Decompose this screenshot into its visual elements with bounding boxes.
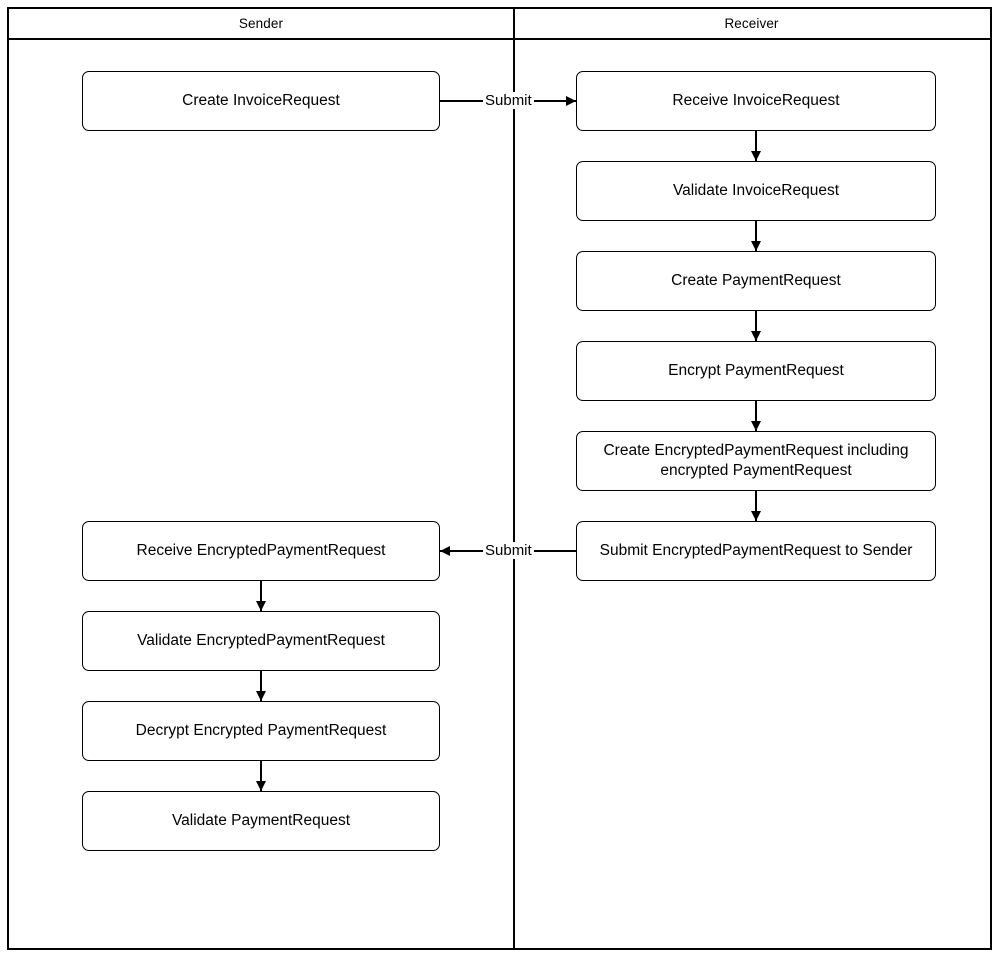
- task-create-invoicerequest[interactable]: Create InvoiceRequest: [82, 71, 440, 131]
- message-flow-label-submit-encryptedpaymentrequest: Submit: [483, 542, 534, 559]
- task-label: Validate PaymentRequest: [171, 812, 351, 829]
- task-submit-encryptedpaymentrequest-to-sender[interactable]: Submit EncryptedPaymentRequest to Sender: [576, 521, 936, 581]
- arrowhead-submit-encryptedpaymentrequest: [440, 545, 450, 556]
- arrowhead-receive-to-validate-epr: [255, 601, 266, 611]
- task-label: Validate EncryptedPaymentRequest: [137, 632, 385, 649]
- arrowhead-validate-ir-to-create-pr: [750, 241, 761, 251]
- lane-divider: [513, 9, 515, 948]
- swimlane-pool: Sender Receiver Create InvoiceRequest Re…: [7, 7, 992, 950]
- connector-receive-ir-to-validate-ir: [755, 131, 757, 161]
- task-label: Encrypt PaymentRequest: [668, 362, 844, 379]
- task-decrypt-encrypted-paymentrequest[interactable]: Decrypt Encrypted PaymentRequest: [82, 701, 440, 761]
- task-create-paymentrequest[interactable]: Create PaymentRequest: [576, 251, 936, 311]
- task-receive-encryptedpaymentrequest[interactable]: Receive EncryptedPaymentRequest: [82, 521, 440, 581]
- lane-header-row: Sender Receiver: [9, 9, 990, 40]
- connector-create-epr-to-submit-epr: [755, 491, 757, 521]
- message-flow-label-submit-invoicerequest: Submit: [483, 92, 534, 109]
- task-label: Create PaymentRequest: [671, 272, 841, 289]
- connector-validate-ir-to-create-pr: [755, 221, 757, 251]
- task-validate-invoicerequest[interactable]: Validate InvoiceRequest: [576, 161, 936, 221]
- arrowhead-receive-ir-to-validate-ir: [750, 151, 761, 161]
- lane-header-receiver: Receiver: [724, 15, 779, 31]
- arrowhead-create-pr-to-encrypt-pr: [750, 331, 761, 341]
- connector-encrypt-pr-to-create-epr: [755, 401, 757, 431]
- connector-receive-to-validate-epr: [260, 581, 262, 611]
- task-label: Create InvoiceRequest: [182, 92, 340, 109]
- connector-validate-epr-to-decrypt: [260, 671, 262, 701]
- task-create-encryptedpaymentrequest[interactable]: Create EncryptedPaymentRequest including…: [576, 431, 936, 491]
- task-label: Validate InvoiceRequest: [672, 182, 839, 199]
- arrowhead-create-epr-to-submit-epr: [750, 511, 761, 521]
- arrowhead-submit-invoicerequest: [566, 95, 576, 106]
- connector-create-pr-to-encrypt-pr: [755, 311, 757, 341]
- task-label: Decrypt Encrypted PaymentRequest: [135, 722, 387, 739]
- task-label: Receive InvoiceRequest: [672, 92, 840, 109]
- task-label: Submit EncryptedPaymentRequest to Sender: [599, 542, 913, 559]
- arrowhead-decrypt-to-validate-pr: [255, 781, 266, 791]
- lane-header-sender: Sender: [238, 15, 284, 31]
- task-label: Create EncryptedPaymentRequest including…: [603, 442, 909, 479]
- task-encrypt-paymentrequest[interactable]: Encrypt PaymentRequest: [576, 341, 936, 401]
- task-validate-encryptedpaymentrequest[interactable]: Validate EncryptedPaymentRequest: [82, 611, 440, 671]
- arrowhead-encrypt-pr-to-create-epr: [750, 421, 761, 431]
- task-receive-invoicerequest[interactable]: Receive InvoiceRequest: [576, 71, 936, 131]
- arrowhead-validate-epr-to-decrypt: [255, 691, 266, 701]
- connector-decrypt-to-validate-pr: [260, 761, 262, 791]
- task-validate-paymentrequest[interactable]: Validate PaymentRequest: [82, 791, 440, 851]
- task-label: Receive EncryptedPaymentRequest: [136, 542, 386, 559]
